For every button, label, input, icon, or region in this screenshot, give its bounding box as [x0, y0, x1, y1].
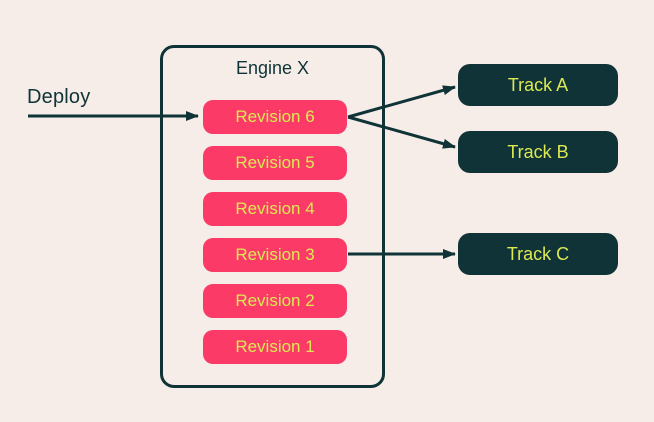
deploy-label: Deploy: [27, 86, 91, 108]
track-b-box[interactable]: Track B: [458, 131, 618, 173]
revision-2-button[interactable]: Revision 2: [203, 284, 347, 318]
track-c-box[interactable]: Track C: [458, 233, 618, 275]
revision-5-button[interactable]: Revision 5: [203, 146, 347, 180]
track-a-box[interactable]: Track A: [458, 64, 618, 106]
revision-4-button[interactable]: Revision 4: [203, 192, 347, 226]
revision-6-button[interactable]: Revision 6: [203, 100, 347, 134]
revision-1-button[interactable]: Revision 1: [203, 330, 347, 364]
engine-title: Engine X: [235, 58, 310, 78]
revision-3-button[interactable]: Revision 3: [203, 238, 347, 272]
engine-container: [160, 45, 385, 388]
